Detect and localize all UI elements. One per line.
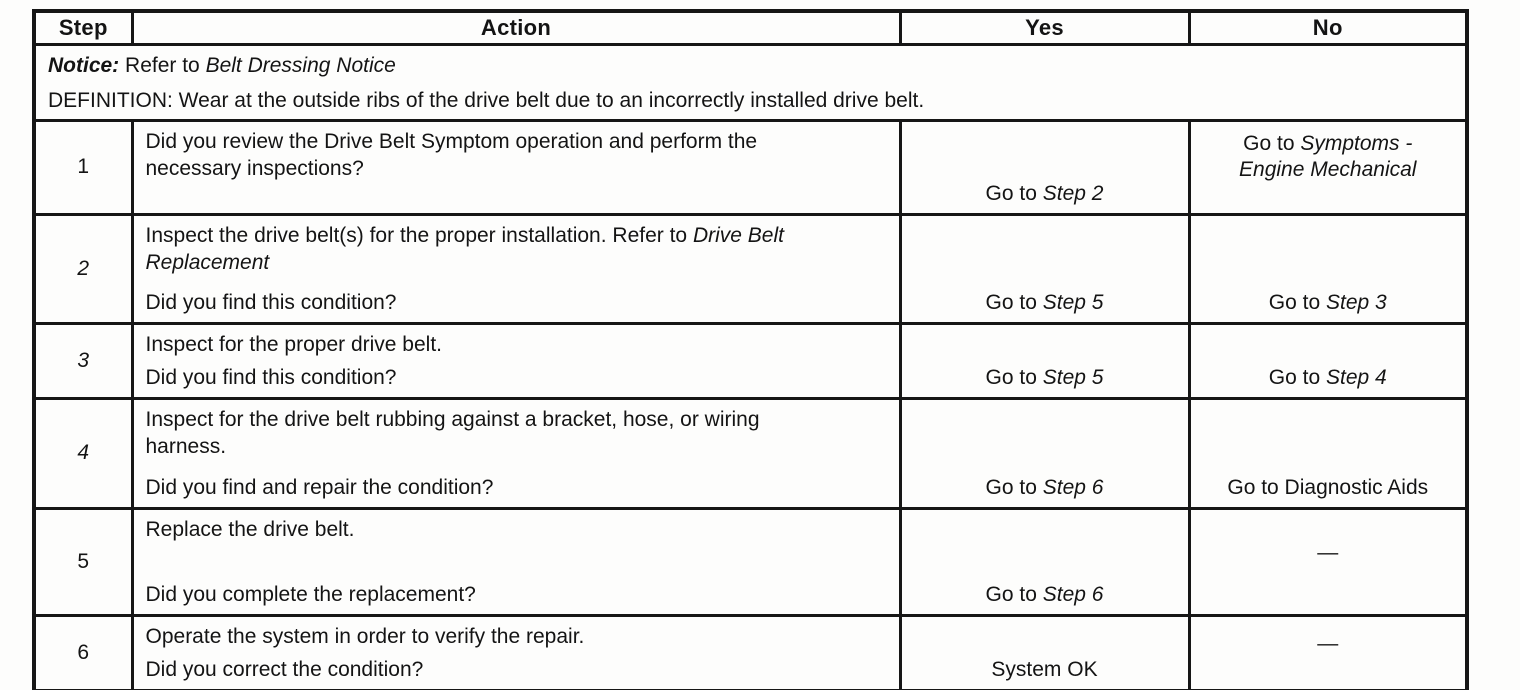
step-number: 3 [32, 322, 134, 400]
yes-cell: System OK [898, 614, 1191, 690]
step-number: 6 [32, 614, 134, 690]
action-question: Did you find this condition? [145, 365, 397, 389]
no-text: Go to [1243, 131, 1301, 155]
yes-text: Go to [985, 583, 1043, 607]
no-text-wrap: Go to Symptoms - Engine Mechanical [1228, 131, 1428, 184]
action-text: Did you review the Drive Belt Symptom op… [145, 129, 758, 180]
table-row: 1 Did you review the Drive Belt Symptom … [32, 118, 1469, 216]
action-cell: Inspect for the proper drive belt. Did y… [130, 322, 902, 400]
no-cell: — [1187, 614, 1469, 690]
yes-cell: Go to Step 5 [898, 322, 1191, 400]
no-cell: Go to Step 4 [1187, 322, 1469, 400]
no-reference: Symptoms - Engine Mechanical [1239, 131, 1417, 181]
no-text: Go to Diagnostic Aids [1227, 475, 1429, 499]
yes-text: System OK [991, 658, 1098, 682]
yes-reference: Step 5 [1042, 291, 1104, 315]
action-question: Did you correct the condition? [145, 657, 424, 681]
no-cell: — [1187, 506, 1469, 618]
table-row: 5 Replace the drive belt. Did you comple… [32, 506, 1469, 618]
table-row: 2 Inspect the drive belt(s) for the prop… [32, 212, 1469, 326]
notice-cell: Notice: Refer to Belt Dressing Notice DE… [32, 43, 1469, 122]
step-number: 2 [32, 212, 134, 326]
no-text: Go to [1268, 291, 1326, 315]
yes-text: Go to [985, 181, 1043, 205]
notice-row: Notice: Refer to Belt Dressing Notice DE… [32, 43, 1469, 122]
action-cell: Operate the system in order to verify th… [130, 614, 902, 690]
action-text: Inspect the drive belt(s) for the proper… [145, 223, 784, 274]
table-header-row: Step Action Yes No [32, 9, 1469, 46]
step-number: 5 [32, 506, 134, 618]
no-reference: Step 3 [1325, 291, 1387, 315]
step-number: 4 [32, 396, 134, 510]
notice-text: Notice: Refer to Belt Dressing Notice [48, 53, 1453, 79]
action-cell: Replace the drive belt. Did you complete… [130, 506, 902, 618]
yes-reference: Step 5 [1042, 365, 1104, 389]
yes-cell: Go to Step 6 [898, 396, 1191, 510]
table-row: 6 Operate the system in order to verify … [32, 614, 1469, 690]
notice-label: Notice: [48, 54, 120, 77]
yes-text: Go to [985, 365, 1043, 389]
yes-text: Go to [985, 475, 1043, 499]
action-cell: Inspect the drive belt(s) for the proper… [130, 212, 902, 326]
action-cell: Did you review the Drive Belt Symptom op… [130, 118, 902, 216]
action-text: Operate the system in order to verify th… [145, 625, 585, 649]
definition-text: DEFINITION: Wear at the outside ribs of … [48, 89, 925, 113]
yes-cell: Go to Step 2 [898, 118, 1191, 216]
action-question: Did you find this condition? [145, 291, 397, 315]
yes-cell: Go to Step 6 [898, 506, 1191, 618]
action-question: Did you find and repair the condition? [145, 475, 494, 499]
yes-reference: Step 6 [1042, 475, 1104, 499]
no-cell: Go to Symptoms - Engine Mechanical [1187, 118, 1469, 216]
no-cell: Go to Diagnostic Aids [1187, 396, 1469, 510]
no-text: Go to [1268, 365, 1326, 389]
action-text: Replace the drive belt. [145, 517, 355, 541]
step-number: 1 [32, 118, 134, 216]
yes-cell: Go to Step 5 [898, 212, 1191, 326]
no-dash: — [1317, 541, 1339, 565]
table-row: 4 Inspect for the drive belt rubbing aga… [32, 396, 1469, 510]
action-question: Did you complete the replacement? [145, 583, 476, 607]
header-action: Action [130, 9, 902, 46]
no-cell: Go to Step 3 [1187, 212, 1469, 326]
action-text: Inspect for the proper drive belt. [145, 333, 443, 357]
no-dash: — [1317, 632, 1339, 656]
header-yes: Yes [898, 9, 1191, 46]
notice-refer-text: Refer to [119, 54, 206, 77]
action-text: Inspect for the drive belt rubbing again… [145, 407, 760, 459]
table-row: 3 Inspect for the proper drive belt. Did… [32, 322, 1469, 400]
action-cell: Inspect for the drive belt rubbing again… [130, 396, 902, 510]
no-reference: Step 4 [1325, 365, 1387, 389]
yes-reference: Step 2 [1042, 181, 1104, 205]
diagnostic-table: Step Action Yes No Notice: Refer to Belt… [32, 9, 1469, 690]
header-step: Step [32, 9, 134, 46]
yes-text: Go to [985, 291, 1043, 315]
action-reference: Drive Belt Replacement [145, 223, 784, 274]
yes-reference: Step 6 [1042, 583, 1104, 607]
notice-reference: Belt Dressing Notice [205, 54, 396, 77]
header-no: No [1187, 9, 1469, 46]
